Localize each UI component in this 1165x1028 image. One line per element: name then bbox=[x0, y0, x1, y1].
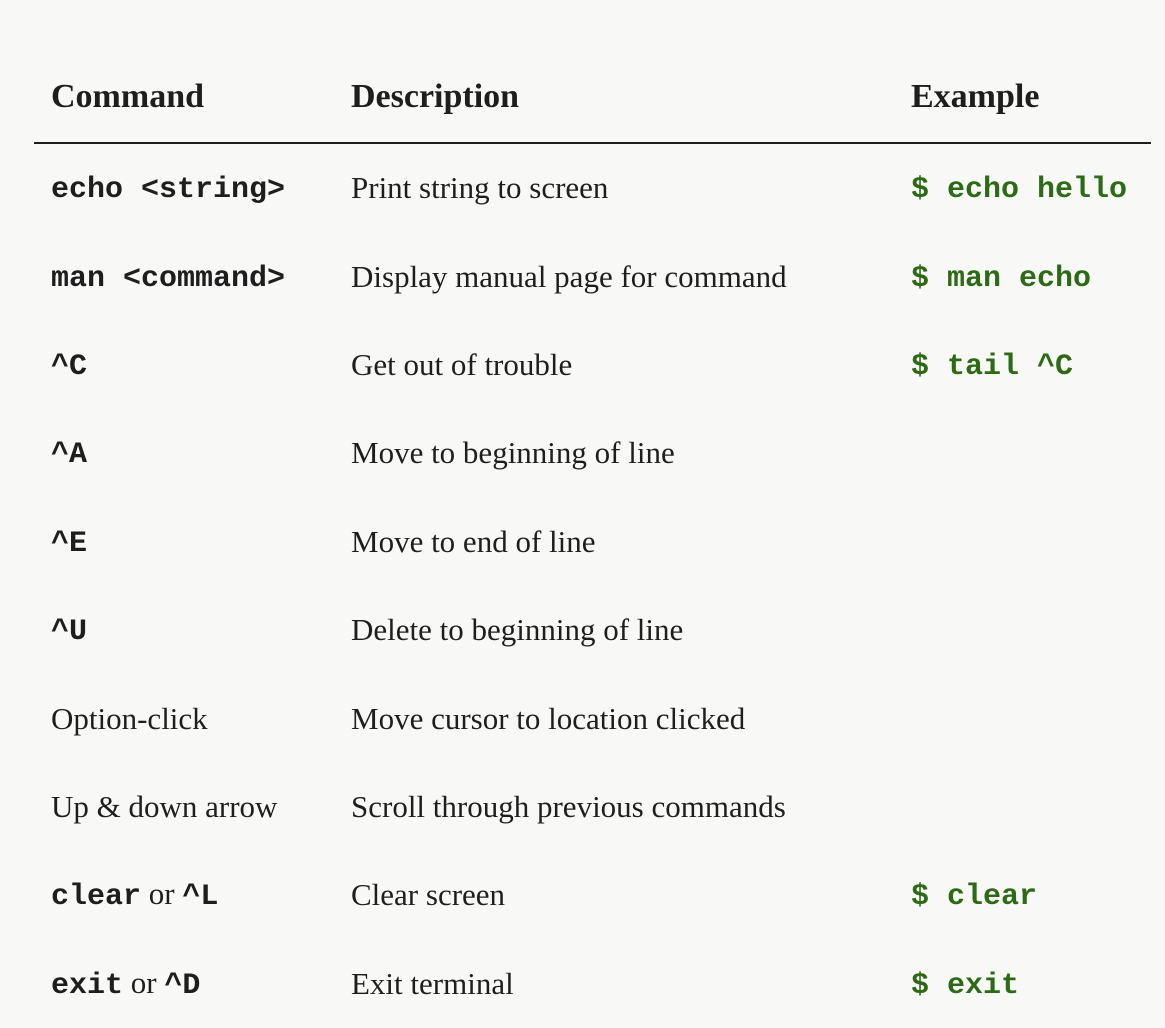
command-cell: Option-click bbox=[34, 674, 351, 762]
command-code: man <command> bbox=[51, 261, 286, 296]
table-row: ^E Move to end of line bbox=[34, 498, 1151, 586]
example-cell bbox=[911, 409, 1151, 497]
description-cell: Move to end of line bbox=[351, 523, 596, 559]
header-row: Command Description Example bbox=[34, 52, 1151, 144]
header-example: Example bbox=[911, 52, 1151, 144]
example-code: $ echo hello bbox=[911, 173, 1128, 208]
command-code: ^A bbox=[51, 438, 88, 473]
command-code: ^U bbox=[51, 615, 88, 650]
command-cell: echo <string> bbox=[34, 143, 351, 232]
example-cell: $ tail ^C bbox=[911, 321, 1151, 409]
example-code: $ tail ^C bbox=[911, 349, 1074, 384]
command-join: or bbox=[123, 964, 165, 1000]
example-cell bbox=[911, 763, 1151, 851]
command-code: ^E bbox=[51, 526, 88, 561]
table-row: ^U Delete to beginning of line bbox=[34, 586, 1151, 674]
example-cell bbox=[911, 674, 1151, 762]
header-description: Description bbox=[351, 52, 911, 144]
command-cell: exit or ^D bbox=[34, 940, 351, 1028]
table-row: ^A Move to beginning of line bbox=[34, 409, 1151, 497]
description-cell: Move to beginning of line bbox=[351, 435, 675, 471]
command-code-alt: ^L bbox=[182, 880, 219, 915]
command-text: Up & down arrow bbox=[51, 788, 278, 824]
example-cell bbox=[911, 498, 1151, 586]
header-command: Command bbox=[34, 52, 351, 144]
example-code: $ man echo bbox=[911, 261, 1092, 296]
table-row: ^C Get out of trouble $ tail ^C bbox=[34, 321, 1151, 409]
description-cell: Scroll through previous commands bbox=[351, 788, 786, 824]
table-row: Option-click Move cursor to location clic… bbox=[34, 674, 1151, 762]
example-code: $ clear bbox=[911, 880, 1038, 915]
command-code: exit bbox=[51, 968, 124, 1003]
table-body: echo <string> Print string to screen $ ech… bbox=[34, 143, 1151, 1028]
command-text: Option-click bbox=[51, 700, 208, 736]
description-cell: Print string to screen bbox=[351, 170, 609, 206]
command-cell: ^U bbox=[34, 586, 351, 674]
example-cell: $ man echo bbox=[911, 232, 1151, 320]
description-cell: Get out of trouble bbox=[351, 346, 573, 382]
command-cell: clear or ^L bbox=[34, 851, 351, 939]
command-join: or bbox=[141, 876, 183, 912]
description-cell: Display manual page for command bbox=[351, 258, 787, 294]
command-code: ^C bbox=[51, 349, 88, 384]
table-row: man <command> Display manual page for com… bbox=[34, 232, 1151, 320]
example-code: $ exit bbox=[911, 968, 1020, 1003]
command-cell: ^C bbox=[34, 321, 351, 409]
table-row: Up & down arrow Scroll through previous c… bbox=[34, 763, 1151, 851]
command-table: Command Description Example echo <string… bbox=[34, 52, 1151, 1028]
example-cell: $ exit bbox=[911, 940, 1151, 1028]
command-code: clear bbox=[51, 880, 142, 915]
example-cell bbox=[911, 586, 1151, 674]
command-code: echo <string> bbox=[51, 173, 286, 208]
command-cell: ^A bbox=[34, 409, 351, 497]
description-cell: Move cursor to location clicked bbox=[351, 700, 746, 736]
example-cell: $ echo hello bbox=[911, 143, 1151, 232]
description-cell: Delete to beginning of line bbox=[351, 612, 684, 648]
table-header: Command Description Example bbox=[34, 52, 1151, 144]
command-code-alt: ^D bbox=[164, 968, 201, 1003]
example-cell: $ clear bbox=[911, 851, 1151, 939]
command-cell: Up & down arrow bbox=[34, 763, 351, 851]
description-cell: Clear screen bbox=[351, 877, 506, 913]
command-cell: man <command> bbox=[34, 232, 351, 320]
description-cell: Exit terminal bbox=[351, 965, 514, 1001]
command-cell: ^E bbox=[34, 498, 351, 586]
table-row: echo <string> Print string to screen $ ech… bbox=[34, 143, 1151, 232]
